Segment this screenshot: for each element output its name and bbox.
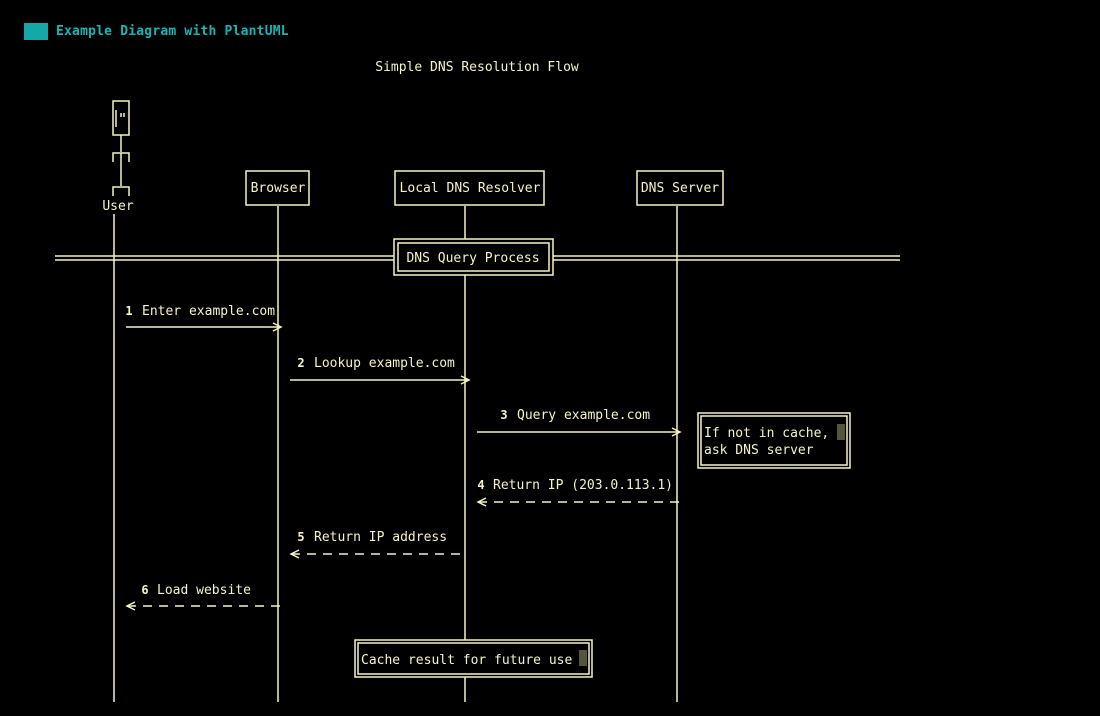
divider-label: DNS Query Process [406, 251, 539, 266]
participant-browser-label: Browser [251, 181, 306, 196]
message-3-number: 3 [500, 408, 507, 422]
note-cache-result: Cache result for future use [354, 639, 593, 678]
note-cache-check-line2: ask DNS server [704, 443, 814, 458]
message-3-label: Query example.com [517, 408, 650, 423]
message-4-label: Return IP (203.0.113.1) [493, 478, 673, 493]
message-4-number: 4 [477, 478, 484, 492]
note-cursor [837, 424, 845, 440]
message-2-number: 2 [297, 356, 304, 370]
message-5-number: 5 [297, 530, 304, 544]
message-5: 5 Return IP address [289, 530, 463, 559]
message-1-label: Enter example.com [142, 304, 275, 319]
diagram-title: Simple DNS Resolution Flow [375, 60, 579, 75]
message-3: 3 Query example.com [477, 408, 682, 437]
section-divider: DNS Query Process [55, 238, 900, 276]
message-2: 2 Lookup example.com [290, 356, 471, 385]
message-4: 4 Return IP (203.0.113.1) [476, 478, 682, 507]
page-header: Example Diagram with PlantUML [24, 22, 289, 40]
participant-resolver: Local DNS Resolver [394, 170, 545, 206]
message-6-label: Load website [157, 583, 251, 598]
actor-user-icon [112, 100, 130, 196]
header-color-swatch [24, 22, 48, 40]
message-2-label: Lookup example.com [314, 356, 455, 371]
note-cache-result-label: Cache result for future use [361, 653, 572, 668]
message-5-label: Return IP address [314, 530, 447, 545]
participant-dns-server: DNS Server [636, 170, 724, 206]
message-6: 6 Load website [125, 583, 282, 611]
note-cursor [579, 650, 587, 666]
header-title: Example Diagram with PlantUML [56, 23, 289, 39]
note-cache-check: If not in cache, ask DNS server [697, 412, 851, 469]
message-6-number: 6 [141, 583, 148, 597]
note-cache-check-line1: If not in cache, [704, 426, 829, 441]
participant-user-label: User [102, 199, 133, 214]
participant-dns-server-label: DNS Server [641, 181, 719, 196]
message-1-number: 1 [125, 304, 132, 318]
message-1: 1 Enter example.com [125, 304, 283, 332]
participant-resolver-label: Local DNS Resolver [400, 181, 541, 196]
lifelines [113, 206, 678, 702]
participant-browser: Browser [245, 170, 310, 206]
